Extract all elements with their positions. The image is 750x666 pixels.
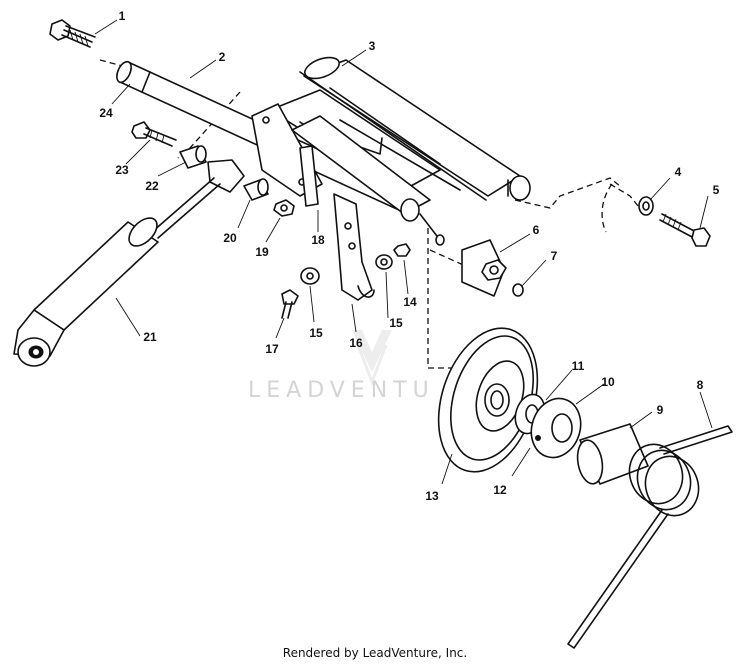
part-16-bracket xyxy=(333,193,375,301)
part-13-pulley xyxy=(437,327,539,473)
callout-13: 13 xyxy=(425,489,439,503)
part-14-nut xyxy=(393,243,411,257)
callout-23: 23 xyxy=(115,163,129,177)
part-6-retainer xyxy=(461,239,507,297)
part-8-torsion-spring xyxy=(567,425,733,649)
callout-16: 16 xyxy=(349,336,363,350)
callout-1: 1 xyxy=(118,9,126,23)
callout-9: 9 xyxy=(656,403,664,417)
part-5-bolt xyxy=(659,213,711,247)
callout-21: 21 xyxy=(143,330,157,344)
callout-15-left: 15 xyxy=(309,326,323,340)
part-17-bolt xyxy=(281,289,299,319)
callout-2: 2 xyxy=(218,50,226,64)
part-4-washer xyxy=(638,196,654,216)
callout-3: 3 xyxy=(368,39,376,53)
part-1-bolt xyxy=(49,19,96,48)
leader-lines xyxy=(94,19,713,485)
watermark-text: LEADVENTU xyxy=(248,378,435,403)
callout-10: 10 xyxy=(601,375,615,389)
callout-22: 22 xyxy=(145,179,159,193)
part-23-bolt xyxy=(131,121,177,147)
part-22-bushing xyxy=(179,145,207,169)
callout-8: 8 xyxy=(696,378,704,392)
callout-15-right: 15 xyxy=(389,316,403,330)
callout-14: 14 xyxy=(403,295,417,309)
callout-19: 19 xyxy=(255,245,269,259)
callout-11: 11 xyxy=(571,359,585,373)
callout-6: 6 xyxy=(532,223,540,237)
part-15-washer-right xyxy=(375,254,393,270)
part-7-washer xyxy=(512,283,524,297)
part-10-bearing xyxy=(530,397,582,459)
callout-5: 5 xyxy=(712,183,720,197)
part-9-spring-sleeve xyxy=(576,423,649,485)
callout-20: 20 xyxy=(223,231,237,245)
part-19-nut xyxy=(273,199,295,217)
leadventure-logo xyxy=(352,330,392,387)
callout-7: 7 xyxy=(550,249,558,263)
callout-17: 17 xyxy=(265,342,279,356)
callout-4: 4 xyxy=(674,165,682,179)
callout-24: 24 xyxy=(99,106,113,120)
part-21-shock-absorber xyxy=(13,159,245,367)
part-15-washer-left xyxy=(300,267,320,285)
callout-18: 18 xyxy=(311,233,325,247)
part-20-bushing xyxy=(243,178,269,201)
callout-12: 12 xyxy=(493,483,507,497)
render-credit: Rendered by LeadVenture, Inc. xyxy=(282,646,468,660)
mounting-plate xyxy=(251,103,445,246)
